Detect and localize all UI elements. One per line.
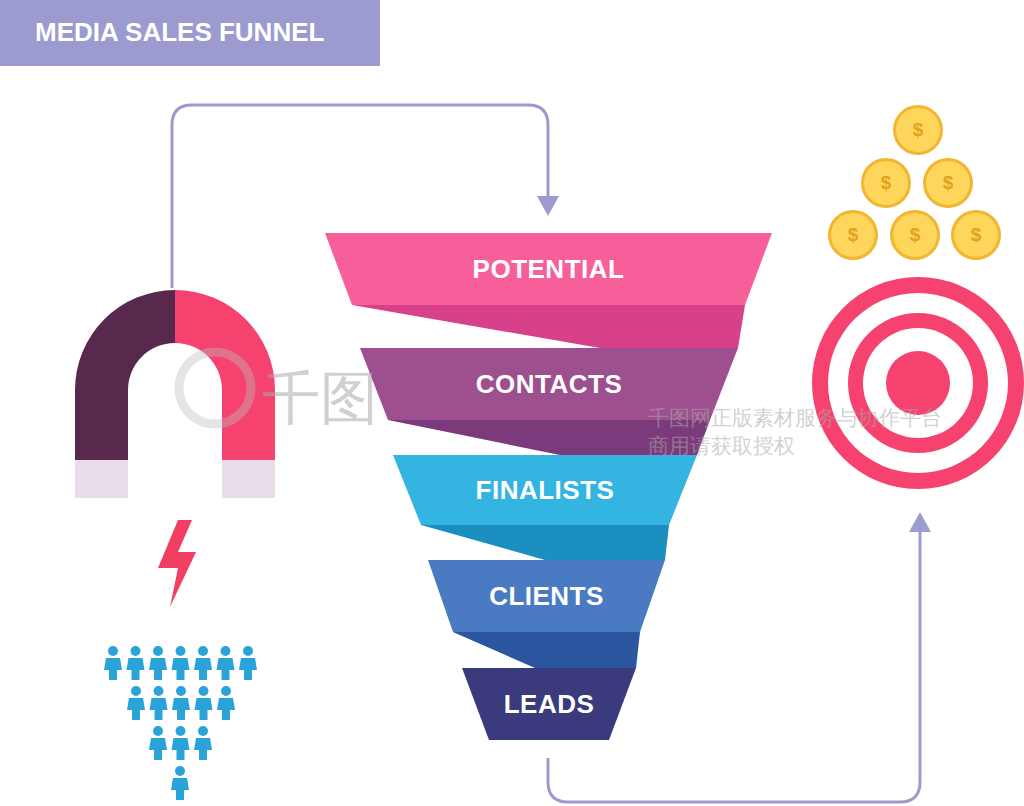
coin: $	[893, 105, 943, 155]
watermark: 千图	[262, 360, 378, 438]
target	[812, 277, 1024, 489]
magnet	[75, 290, 275, 498]
stage-label: CONTACTS	[476, 369, 623, 400]
coin: $	[861, 158, 911, 208]
funnel-band: CLIENTS	[428, 560, 665, 632]
coin-symbol: $	[913, 119, 924, 141]
title-banner	[0, 0, 380, 66]
coin: $	[923, 158, 973, 208]
funnel-band: POTENTIAL	[325, 233, 772, 305]
watermark: 商用请获取授权	[648, 432, 795, 460]
watermark: 千图网正版素材服务与协作平台	[648, 404, 942, 432]
stage-label: CLIENTS	[489, 581, 604, 612]
coin: $	[828, 210, 878, 260]
flow-arrow	[172, 105, 920, 802]
stage-label: POTENTIAL	[473, 254, 625, 285]
coin-symbol: $	[910, 224, 921, 246]
funnel-band: FINALISTS	[393, 455, 697, 525]
stage-label: LEADS	[504, 689, 595, 720]
coin-symbol: $	[943, 172, 954, 194]
coin-symbol: $	[971, 224, 982, 246]
coin-symbol: $	[848, 224, 859, 246]
lightning	[158, 520, 196, 607]
funnel-twist	[352, 305, 745, 668]
funnel-band: LEADS	[462, 668, 636, 740]
arrow-head	[537, 196, 559, 216]
stage-label: FINALISTS	[476, 475, 615, 506]
coin: $	[951, 210, 1001, 260]
coin-symbol: $	[881, 172, 892, 194]
coin: $	[890, 210, 940, 260]
title: MEDIA SALES FUNNEL	[35, 17, 324, 48]
people-icons	[104, 646, 257, 800]
arrow-head	[909, 512, 931, 532]
watermark-logo	[179, 352, 251, 424]
